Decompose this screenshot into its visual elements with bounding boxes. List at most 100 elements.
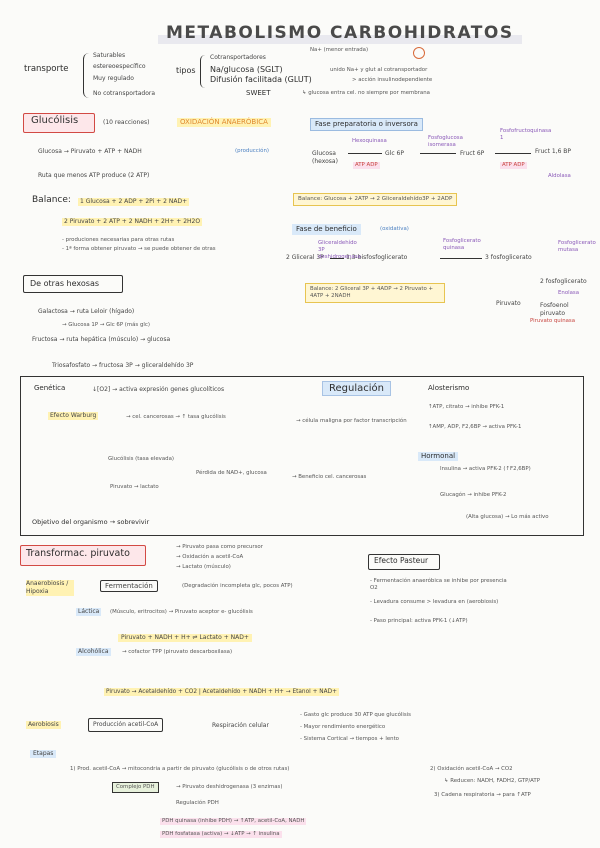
pasteur-line: - Levadura consume > levadura en (aerobi… — [370, 599, 510, 606]
fermentacion-note: (Degradación incompleta glc, pocos ATP) — [182, 583, 293, 590]
etapa-2-note: ↳ Reducen: NADH, FADH2, GTP/ATP — [444, 778, 540, 785]
glut-note: ↳ glucosa entra cel. no siempre por memb… — [302, 90, 430, 97]
glucolisis-subtitle: (10 reacciones) — [103, 119, 149, 127]
piruvato-fates: → Piruvato pasa como precursor — [176, 544, 263, 551]
regulacion-box — [20, 376, 584, 536]
alosterismo-line: ↑ATP, citrato → inhibe PFK-1 — [428, 404, 504, 411]
alosterismo-line: (Alta glucosa) → Lo más activo — [466, 514, 549, 521]
benef-enzyme: Piruvato quinasa — [530, 318, 575, 325]
tipos-brace — [200, 55, 206, 88]
benef-enzyme: Enolasa — [558, 290, 579, 297]
warburg-detail: → Beneficio cel. cancerosas — [292, 474, 366, 481]
etapa-3: 3) Cadena respiratoria → para ↑ATP — [434, 792, 531, 799]
transporte-brace — [83, 53, 90, 98]
respiracion-label: Respiración celular — [212, 722, 269, 730]
pasteur-line: - Paso principal: activa PFK-1 (↓ATP) — [370, 618, 468, 625]
benef-enzyme: Fosfoglicerato mutasa — [558, 240, 596, 254]
otros-galactosa: Galactosa → ruta Leloir (hígado) — [38, 308, 134, 316]
warburg-detail: Piruvato → lactato — [110, 484, 159, 491]
etapa-2: 2) Oxidación acetil-CoA → CO2 — [430, 766, 513, 773]
tipos-item: Difusión facilitada (GLUT) — [210, 75, 312, 84]
prep-enzyme: Aldolasa — [548, 173, 571, 180]
prep-arrow — [348, 153, 382, 154]
prep-enzyme: Hexoquinasa — [352, 138, 387, 145]
glucolisis-note: - produciones necesarias para otras ruta… — [62, 237, 174, 244]
warburg-detail: Glucólisis (tasa elevada) — [108, 456, 174, 463]
warburg-label: Efecto Warburg — [48, 412, 98, 420]
title-circle-icon — [413, 47, 425, 59]
glucolisis-line1-note: (producción) — [235, 148, 269, 155]
fermentacion-label: Fermentación — [100, 580, 158, 592]
benef-arrow — [330, 258, 344, 259]
balance-line2: 2 Piruvato + 2 ATP + 2 NADH + 2H+ + 2H2O — [62, 218, 202, 226]
warburg-detail: → cel. cancerosas → ↑ tasa glucólisis — [126, 414, 226, 421]
tipos-note: > acción insulinodependiente — [352, 77, 432, 84]
tipos-note: unido Na+ y glut al cotransportador — [330, 67, 427, 74]
objetivo-label: Objetivo del organismo → sobrevivir — [32, 518, 149, 527]
benef-metabolite: Piruvato — [496, 300, 521, 308]
benef-metabolite: Fosfoenol piruvato — [540, 302, 590, 318]
tipos-label: tipos — [176, 66, 196, 75]
warburg-detail: Pérdida de NAD+, glucosa — [196, 470, 267, 477]
alosterismo-line: ↑AMP, ADP, F2,6BP → activa PFK-1 — [428, 424, 521, 431]
otros-fructosa: Fructosa → ruta hepática (músculo) → glu… — [32, 336, 170, 344]
benef-metabolite: 2 fosfoglicerato — [540, 278, 590, 286]
anaerobiosis-label: Anaerobiosis / Hipoxia — [26, 580, 74, 596]
tipos-item: SWEET — [246, 89, 271, 98]
prod-acetil-label: Producción acetil-CoA — [88, 718, 163, 732]
fase-benef-note: (oxidativa) — [380, 226, 409, 233]
alosterismo-line: Insulina → activa PFK-2 (↑F2,6BP) — [440, 466, 531, 473]
alcoholica-text: → cofactor TPP (piruvato descarboxilasa) — [122, 649, 232, 656]
complejo-text: → Piruvato deshidrogenasa (3 enzimas) — [176, 784, 282, 791]
glucolisis-line2: Ruta que menos ATP produce (2 ATP) — [38, 172, 149, 180]
benef-enzyme: Fosfoglicerato quinasa — [443, 238, 483, 252]
benef-metabolite: 3 fosfoglicerato — [485, 254, 532, 262]
prep-metabolite: Fruct 1,6 BP — [535, 148, 575, 156]
alosterismo-label: Alosterismo — [428, 384, 469, 393]
otros-galactosa2: → Glucosa 1P → Glc 6P (más glc) — [62, 322, 150, 329]
prep-metabolite: Glc 6P — [385, 150, 404, 158]
balance-line1: 1 Glucosa + 2 ADP + 2Pi + 2 NAD+ — [78, 198, 189, 206]
fase-benef-label: Fase de beneficio — [292, 224, 361, 235]
aerobiosis-label: Aerobiosis — [26, 721, 61, 729]
glucolisis-title: Glucólisis — [31, 115, 78, 126]
etapa-1: 1) Prod. acetil-CoA → mitocondria a part… — [70, 766, 289, 773]
transporte-prop: Saturables — [93, 52, 125, 60]
lactica-reaction: Piruvato + NADH + H+ ⇌ Lactato + NAD+ — [118, 634, 252, 642]
piruvato-fates: → Lactato (músculo) — [176, 564, 231, 571]
respiracion-note: - Gasto glc produce 30 ATP que glucólisi… — [300, 712, 411, 719]
prep-arrow — [420, 153, 456, 154]
lactica-label: Láctica — [76, 608, 101, 616]
atp-badge: ATP ADP — [353, 162, 380, 169]
prep-metabolite: Glucosa (hexosa) — [312, 150, 346, 166]
glucolisis-line1: Glucosa → Piruvato + ATP + NADH — [38, 148, 142, 156]
benef-arrow — [440, 258, 482, 259]
balance-prep: Balance: Glucosa + 2ATP → 2 Gliceraldehí… — [293, 193, 457, 206]
prep-arrow — [495, 153, 531, 154]
prep-enzyme: Fosfoglucosa isomerasa — [428, 135, 464, 149]
alcoholica-label: Alcohólica — [76, 648, 111, 656]
respiracion-note: - Sistema Cortical → tiempos + lento — [300, 736, 399, 743]
pasteur-line: - Fermentación anaeróbica se inhibe por … — [370, 578, 510, 592]
piruvato-fates: → Oxidación a acetil-CoA — [176, 554, 243, 561]
fase-prep-label: Fase preparatoria o inversora — [310, 118, 423, 131]
warburg-detail: → célula maligna por factor transcripció… — [296, 418, 407, 425]
hormonal-label: Hormonal — [418, 452, 458, 461]
oxidation-label: OXIDACIÓN ANAERÓBICA — [177, 118, 271, 127]
otros-title: De otras hexosas — [30, 279, 99, 288]
pdh-active: PDH fosfatasa (activa) → ↓ATP → ↑ insuli… — [160, 831, 282, 838]
tipos-note: Na+ (menor entrada) — [310, 47, 368, 54]
regulacion-title: Regulación — [322, 381, 391, 396]
transporte-prop: No cotransportadora — [93, 90, 155, 98]
pdh-inactive: PDH quinasa (inhibe PDH) → ↑ATP, acetil-… — [160, 818, 306, 825]
prep-enzyme: Fosfofructoquinasa 1 — [500, 128, 536, 142]
piruvato-title: Transformac. piruvato — [26, 548, 130, 559]
atp-badge: ATP ADP — [500, 162, 527, 169]
regulacion-pdh: Regulación PDH — [176, 800, 219, 807]
balance-benef: Balance: 2 Gliceral 3P + 4ADP → 2 Piruva… — [305, 283, 445, 303]
alcoholica-line: Piruvato → Acetaldehído + CO2 | Acetalde… — [104, 688, 339, 696]
prep-metabolite: Fruct 6P — [460, 150, 484, 158]
balance-label: Balance: — [32, 196, 71, 205]
lactica-text: (Músculo, eritrocitos) → Piruvato acepto… — [110, 609, 253, 616]
otros-triosas: Triosafosfato → fructosa 3P → gliceralde… — [52, 362, 193, 370]
